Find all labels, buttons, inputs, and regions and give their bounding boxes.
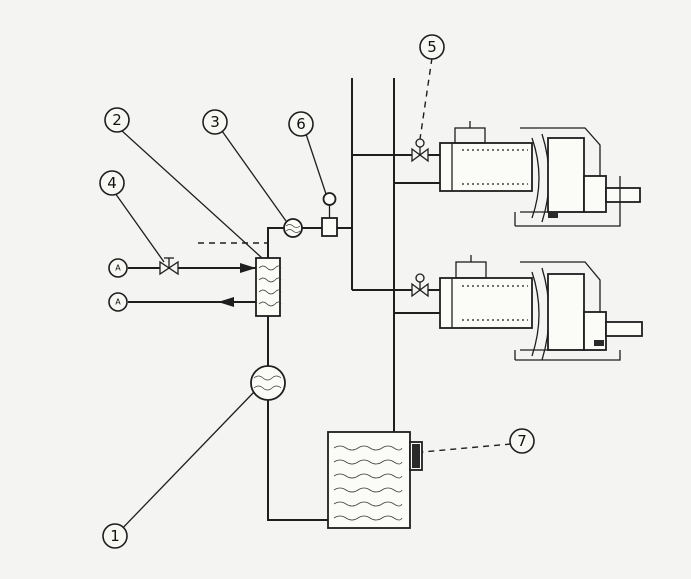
- pressure-sensor: [321, 192, 338, 237]
- callout-6: 6: [288, 111, 314, 137]
- piping: [198, 78, 440, 521]
- callout-3-label: 3: [210, 113, 220, 131]
- leader-lines: [114, 57, 512, 537]
- heat-exchanger: [255, 257, 282, 317]
- callout-2: 2: [104, 107, 130, 133]
- callout-5: 5: [419, 34, 445, 60]
- port-a-outlet-label: A: [115, 298, 121, 307]
- callout-5-label: 5: [427, 38, 437, 56]
- coolant-tank: [327, 431, 423, 529]
- external-coolant-lines: [128, 263, 256, 307]
- callout-1: 1: [102, 523, 128, 549]
- callout-7-label: 7: [517, 432, 527, 450]
- callout-3: 3: [202, 109, 228, 135]
- coolant-pump: [250, 365, 286, 401]
- callout-7: 7: [509, 428, 535, 454]
- port-a-inlet-label: A: [115, 264, 121, 273]
- filter: [283, 218, 303, 238]
- port-a-outlet: A: [108, 292, 128, 312]
- spindle-valve-upper: [411, 138, 429, 163]
- spindle-motor-upper: [439, 121, 641, 227]
- callout-6-label: 6: [296, 115, 306, 133]
- spindle-motor-lower: [439, 255, 643, 361]
- callout-2-label: 2: [112, 111, 122, 129]
- spindle-valve-lower: [411, 273, 429, 298]
- callout-4-label: 4: [107, 174, 117, 192]
- inlet-valve: [159, 257, 179, 276]
- port-a-inlet: A: [108, 258, 128, 278]
- callout-1-label: 1: [110, 527, 120, 545]
- callout-4: 4: [99, 170, 125, 196]
